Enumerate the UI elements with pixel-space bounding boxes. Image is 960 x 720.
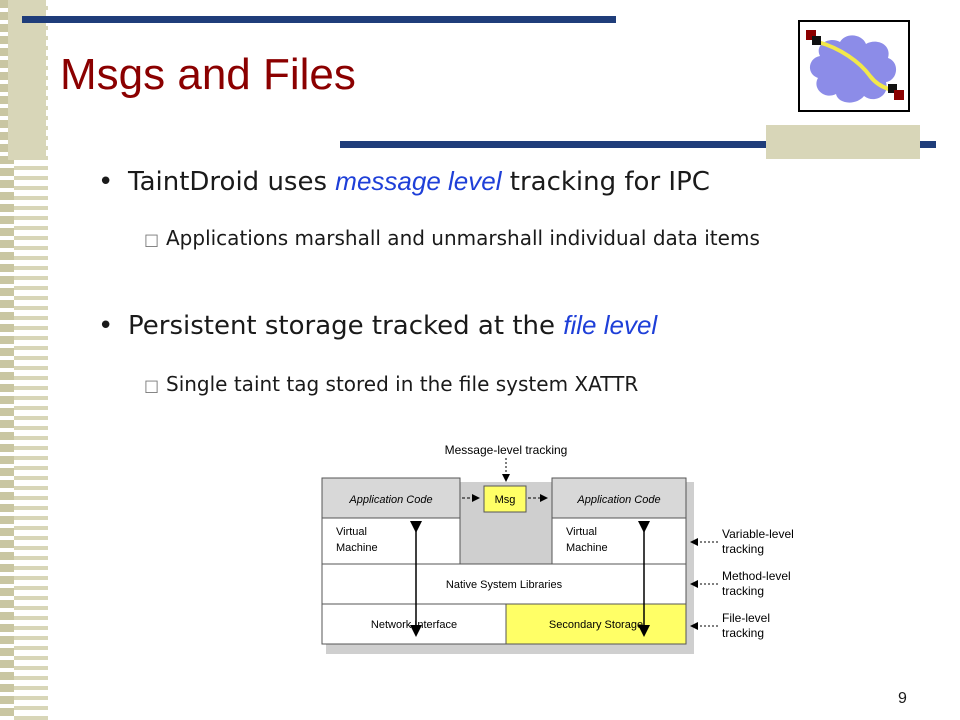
page-number: 9 <box>898 690 907 707</box>
bullet-dot: • <box>98 167 114 197</box>
top-rule <box>22 16 616 23</box>
slide-title: Msgs and Files <box>60 50 356 99</box>
bullet-1-text: TaintDroid uses <box>128 167 336 197</box>
app-code-left-label: Application Code <box>348 494 432 506</box>
sub-bullet-2: □ Single taint tag stored in the file sys… <box>144 372 638 396</box>
variable-level-label-2: tracking <box>722 542 764 556</box>
app-code-left-box <box>321 477 461 519</box>
sub-bullet-marker: □ <box>144 230 160 249</box>
mid-decorative-block <box>766 125 920 159</box>
file-level-label-1: File-level <box>722 611 770 625</box>
left-decorative-block <box>8 0 46 160</box>
msg-label: Msg <box>495 494 516 506</box>
bullet-2: • Persistent storage tracked at the file … <box>98 310 657 341</box>
vm-right-box <box>551 517 687 565</box>
vm-left-label-2: Machine <box>336 542 378 554</box>
file-level-label-2: tracking <box>722 626 764 640</box>
network-interface-label: Network Interface <box>371 619 457 631</box>
message-level-label: Message-level tracking <box>445 443 568 457</box>
msg-box <box>483 485 527 513</box>
left-decorative-band <box>0 0 14 720</box>
sub-bullet-1-text: Applications marshall and unmarshall ind… <box>166 226 760 250</box>
network-cloud-logo <box>798 20 910 112</box>
vm-left-label-1: Virtual <box>336 526 367 538</box>
secondary-storage-label: Secondary Storage <box>549 619 643 631</box>
native-libraries-box <box>321 563 687 605</box>
secondary-storage-box <box>505 603 687 645</box>
native-libraries-label: Native System Libraries <box>446 579 563 591</box>
bullet-2-emphasis: file level <box>563 310 658 340</box>
bullet-dot: • <box>98 311 114 341</box>
cloud-logo-icon <box>806 30 904 103</box>
bullet-1-emphasis: message level <box>335 166 502 196</box>
taintdroid-architecture-diagram: Message-level tracking Application Code … <box>321 443 794 654</box>
vm-right-label-1: Virtual <box>566 526 597 538</box>
method-level-label-2: tracking <box>722 584 764 598</box>
bullet-1: • TaintDroid uses message level tracking … <box>98 166 710 197</box>
method-level-label-1: Method-level <box>722 569 791 583</box>
sub-bullet-marker: □ <box>144 376 160 395</box>
vm-right-label-2: Machine <box>566 542 608 554</box>
vm-left-box <box>321 517 461 565</box>
sub-bullet-2-text: Single taint tag stored in the file syst… <box>166 372 639 396</box>
app-code-right-label: Application Code <box>576 494 660 506</box>
sub-bullet-1: □ Applications marshall and unmarshall in… <box>144 226 760 250</box>
mid-rule <box>340 141 936 148</box>
bullet-1-text-end: tracking for IPC <box>501 167 710 197</box>
variable-level-label-1: Variable-level <box>722 527 794 541</box>
bullet-2-text: Persistent storage tracked at the <box>128 311 564 341</box>
